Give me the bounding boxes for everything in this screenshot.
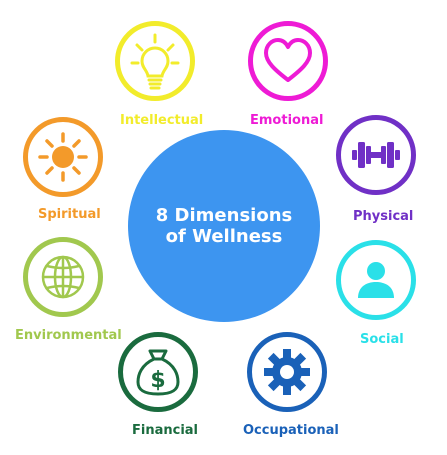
occupational-label: Occupational <box>243 423 339 438</box>
environmental-label: Environmental <box>15 328 122 343</box>
gear-icon <box>264 349 310 395</box>
person-icon <box>358 262 394 298</box>
social-ring <box>336 240 416 320</box>
social-label: Social <box>360 332 404 347</box>
emotional-ring <box>248 21 328 101</box>
emotional-label: Emotional <box>250 113 324 128</box>
intellectual-label: Intellectual <box>120 113 204 128</box>
physical-ring <box>336 115 416 195</box>
heart-icon <box>264 38 312 82</box>
svg-text:$: $ <box>150 368 165 393</box>
globe-icon <box>41 255 85 299</box>
spiritual-label: Spiritual <box>38 207 101 222</box>
financial-label: Financial <box>132 423 199 438</box>
lightbulb-icon <box>130 33 180 90</box>
hub-title-line1: 8 Dimensions <box>155 205 293 226</box>
wellness-hub-circle: 8 Dimensions of Wellness <box>128 130 320 322</box>
hub-title-line2: of Wellness <box>165 226 283 247</box>
spiritual-ring <box>23 117 103 197</box>
dumbbell-icon <box>352 142 400 168</box>
physical-label: Physical <box>353 209 414 224</box>
occupational-ring <box>247 332 327 412</box>
sun-icon <box>38 132 88 182</box>
intellectual-ring <box>115 21 195 101</box>
money-bag-icon: $ <box>136 349 180 396</box>
financial-ring: $ <box>118 332 198 412</box>
environmental-ring <box>23 237 103 317</box>
